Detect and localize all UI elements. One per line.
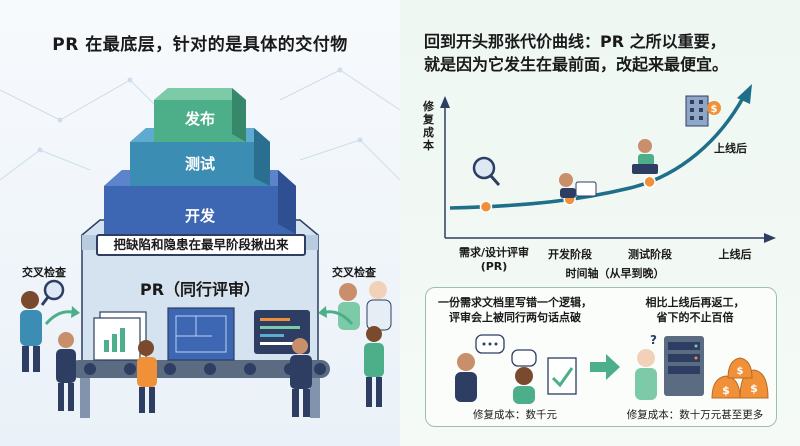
review-pyramid — [20, 88, 392, 418]
right-title-line-1: 回到开头那张代价曲线：PR 之所以重要， — [424, 32, 726, 51]
magnifier-icon — [472, 156, 501, 186]
conveyor-belt — [70, 360, 330, 418]
early-fix-note: 一份需求文档里写错一个逻辑， 评审会上被同行两句话点破 — [430, 295, 600, 325]
magnifier-icon — [40, 279, 65, 306]
pyramid-banner: 把缺陷和隐患在最早阶段揪出来 — [96, 234, 306, 256]
money-bag-icon: $ — [711, 375, 741, 399]
right-title-line-2: 就是因为它发生在最前面，改起来最便宜。 — [424, 55, 729, 74]
cross-check-label-right: 交叉检查 — [332, 266, 376, 279]
milestone-marker — [479, 200, 493, 213]
curved-arrow-right-icon — [318, 306, 354, 325]
x-tick-label-2: 开发阶段 — [548, 248, 592, 261]
x-tick-label-4: 上线后 — [718, 248, 752, 261]
checked-document-icon — [547, 357, 577, 395]
worker-person-center — [137, 340, 157, 413]
early-fix-note-line-1: 一份需求文档里写错一个逻辑， — [438, 296, 592, 309]
speech-bubble-icon — [511, 349, 537, 367]
colleague-person-2 — [513, 367, 535, 404]
right-arrow-icon — [590, 354, 620, 380]
x-tick-label-1: 需求/设计评审 (PR) — [458, 246, 530, 273]
y-axis-arrow-icon — [440, 96, 450, 108]
tester-at-laptop-icon — [632, 139, 658, 174]
pyramid-label-dev: 开发 — [184, 207, 215, 225]
worker-person-far-right — [364, 326, 384, 407]
cost-curve-arrowhead-icon — [737, 84, 752, 104]
line-end-label: 上线后 — [714, 142, 747, 155]
svg-text:$: $ — [737, 366, 744, 377]
decorative-network-lines — [0, 67, 400, 181]
reviewer-person-right-1 — [338, 283, 360, 330]
dollar-coin-icon: $ — [707, 101, 721, 115]
office-building-icon — [685, 95, 709, 127]
late-fix-note-line-1: 相比上线后再返工， — [645, 296, 745, 309]
money-bag-icon: $ — [727, 357, 753, 379]
stressed-person: ? — [635, 333, 657, 400]
right-panel-title: 回到开头那张代价曲线：PR 之所以重要， 就是因为它发生在最前面，改起来最便宜。 — [424, 30, 784, 76]
late-fix-note-line-2: 省下的不止百倍 — [656, 311, 734, 324]
colleague-person-1 — [455, 353, 477, 402]
x-axis-arrow-icon — [764, 233, 776, 243]
svg-text:$: $ — [711, 104, 718, 115]
pyramid-label-test: 测试 — [184, 155, 215, 173]
x-tick-label-3: 测试阶段 — [628, 248, 672, 261]
milestone-marker — [643, 175, 656, 189]
cross-check-label-left: 交叉检查 — [22, 266, 66, 279]
y-axis-label: 修复成本 — [423, 100, 434, 152]
svg-text:$: $ — [750, 382, 758, 395]
pyramid-label-release: 发布 — [184, 110, 215, 128]
blueprint-icon — [167, 307, 235, 361]
speech-bubble-icon — [475, 334, 505, 354]
document-chart-icon — [93, 311, 147, 361]
chart-axes — [440, 96, 776, 243]
cost-comparison-box — [425, 287, 777, 427]
developer-at-laptop-icon — [559, 173, 597, 198]
worker-person-left — [56, 332, 76, 411]
early-fix-note-line-2: 评审会上被同行两句话点破 — [449, 311, 581, 324]
worker-person-right — [290, 338, 312, 417]
reviewer-person-left — [20, 291, 42, 372]
x-axis-label: 时间轴（从早到晚） — [565, 267, 665, 280]
svg-text:$: $ — [722, 384, 730, 397]
svg-text:?: ? — [650, 333, 657, 347]
late-fix-note: 相比上线后再返工， 省下的不止百倍 — [615, 295, 775, 325]
cost-curve-line — [449, 95, 746, 210]
pyramid-level-release — [154, 88, 246, 142]
server-rack-icon — [664, 336, 704, 396]
left-panel-title: PR 在最底层，针对的是具体的交付物 — [52, 35, 348, 55]
left-panel: PR 在最底层，针对的是具体的交付物 — [0, 0, 400, 446]
curved-arrow-left-icon — [44, 306, 80, 325]
early-fix-cost: 修复成本：数千元 — [473, 409, 557, 421]
pr-base-label: PR（同行评审） — [139, 280, 261, 299]
late-fix-cost: 修复成本：数十万元甚至更多 — [626, 409, 764, 421]
